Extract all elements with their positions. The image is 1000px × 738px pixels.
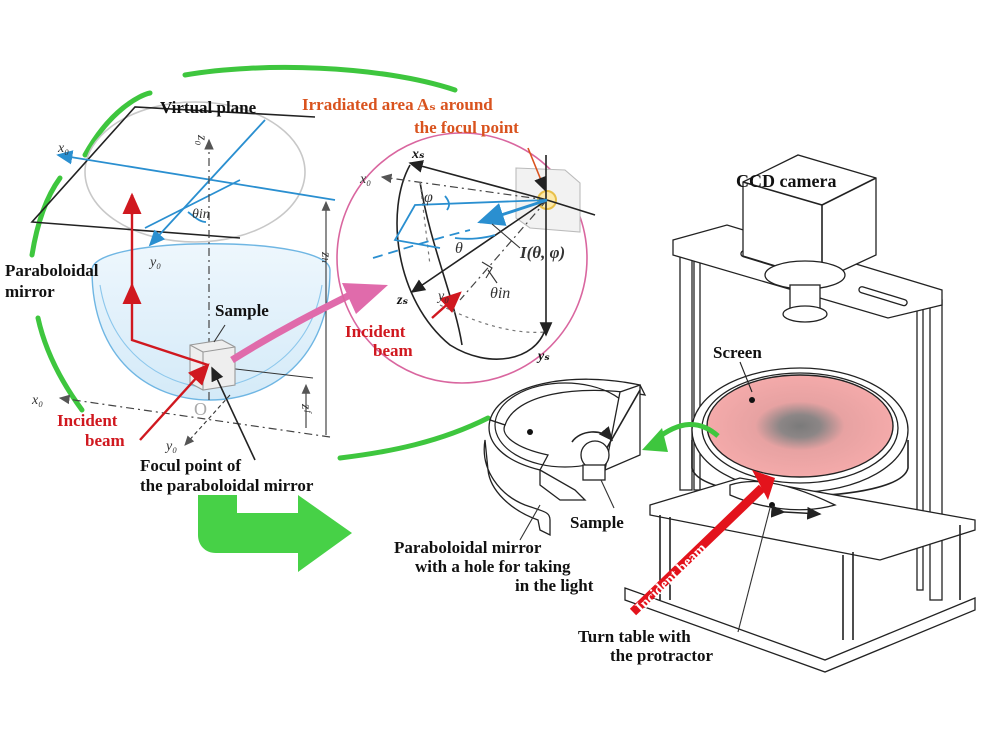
incident-beam-ray [139,363,210,441]
rotation-double-arrow [770,504,822,520]
focul-point-label-2: the paraboloidal mirror [140,476,314,495]
ccd-camera-body [742,154,877,281]
x0-inset-label: x₀ [359,172,371,187]
y0-axis-top [148,119,266,247]
irradiated-leader [527,147,547,192]
incident-beam-arrow [629,484,766,616]
sample-label-right: Sample [570,513,624,532]
theta-in-arc [187,211,207,223]
green-arc-segment [82,90,153,158]
focal-point-leader [211,366,256,461]
mirror-leader [519,504,541,541]
projection-dashed [372,229,471,259]
screen-label: Screen [713,343,762,362]
focul-point-label: Focul point of [140,456,241,475]
mirror-label-2: with a hole for taking [415,557,571,576]
zh-label: zₕ [318,251,333,264]
post-right-outer [929,299,943,601]
intensity-label: I(θ, φ) [519,243,565,262]
x0-bottom-label: x₀ [31,393,43,408]
intensity-vector [477,198,548,226]
apparatus-drawing [483,154,976,673]
reflected-beam-ray [130,195,209,367]
sample-label-left: Sample [215,301,269,320]
y0-axis-bottom [184,394,231,446]
left-panel-schematic [30,101,388,461]
theta-in-label-left: θin [192,207,210,222]
x0-top-label: x₀ [57,141,69,156]
tilted-axis [144,179,241,229]
green-arc-segment [29,175,63,258]
mirror-rim-lower [488,419,549,471]
virtual-plane-circle [84,101,306,243]
x0-axis-inset [380,173,548,201]
fluorescent-screen [706,374,894,478]
incident-beam-label-inset: Incident [345,322,406,341]
dotted-rim [439,304,546,333]
paraboloidal-mirror-label-2: mirror [5,282,55,301]
sample-leader-right [600,479,615,509]
screen-dot [749,397,755,403]
paraboloidal-mirror-label: Paraboloidal [5,261,99,280]
base-plate [624,587,976,673]
mirror-arm [539,468,587,501]
xs-axis [408,160,548,201]
inset-incident-beam [431,291,462,319]
turn-table-label: Turn table with [578,627,691,646]
mirror-label-3: in the light [515,576,594,595]
inset-circle [336,132,588,384]
intensity-leader [491,223,521,249]
xs-label: xₛ [411,147,425,162]
y0-top-label: y₀ [148,255,161,270]
mirror-hole-cutout [483,439,551,537]
z0-label: z₀ [194,134,209,145]
big-green-arrow [198,495,352,572]
green-arc-segment [35,315,85,413]
inset-paraboloid-outer [396,164,546,360]
y0-inset-label: y₀ [436,289,449,304]
zf-label: zᶠ [298,403,313,414]
green-arc-segment [182,64,458,93]
theta-arc [454,234,496,240]
irradiated-area-label-2: the focul point [414,118,519,137]
sample-block [189,339,236,391]
pink-zoom-arrowhead [342,283,388,314]
right-angle-mark [481,261,493,279]
screen-leader [739,361,753,393]
pink-zoom-arrow [230,291,352,363]
phi-arc [444,195,450,211]
incident-beam-label-left-2: beam [85,431,125,450]
incident-beam-label-inset-2: beam [373,341,413,360]
incident-beam-arrowhead [752,470,775,500]
origin-label: O [194,399,207,419]
turn-table-label-2: the protractor [610,646,714,665]
incident-beam-label-left: Incident [57,411,118,430]
mirror-label: Paraboloidal mirror [394,538,542,557]
post-left-outer [679,244,693,491]
sample-leader [213,324,226,343]
green-curved-arrowhead [642,428,668,452]
theta-in-label-inset: θin [490,285,510,302]
theta-in-leader [487,269,498,284]
turn-table-leader [737,507,771,633]
rotation-arrow [571,426,614,443]
xs-axis-ext [546,199,596,216]
phi-projection [393,199,548,249]
inset-detail [336,132,596,384]
virtual-plane-label: Virtual plane [160,98,257,117]
ys-label: yₛ [536,349,550,364]
paraboloidal-mirror-bowl [91,243,331,401]
zs-axis [410,199,548,293]
x0-axis-top [56,150,336,201]
y0-axis-inset [459,199,548,301]
irradiated-area-label: Irradiated area Aₛ around [302,95,493,114]
green-arc-segment [337,415,491,461]
zs-label: zₛ [396,293,408,308]
theta-label: θ [455,240,463,257]
virtual-plane-outline [30,106,316,239]
ccd-camera-label: CCD camera [736,171,836,191]
y0-bottom-label: y₀ [164,439,177,454]
phi-label: φ [424,189,433,206]
